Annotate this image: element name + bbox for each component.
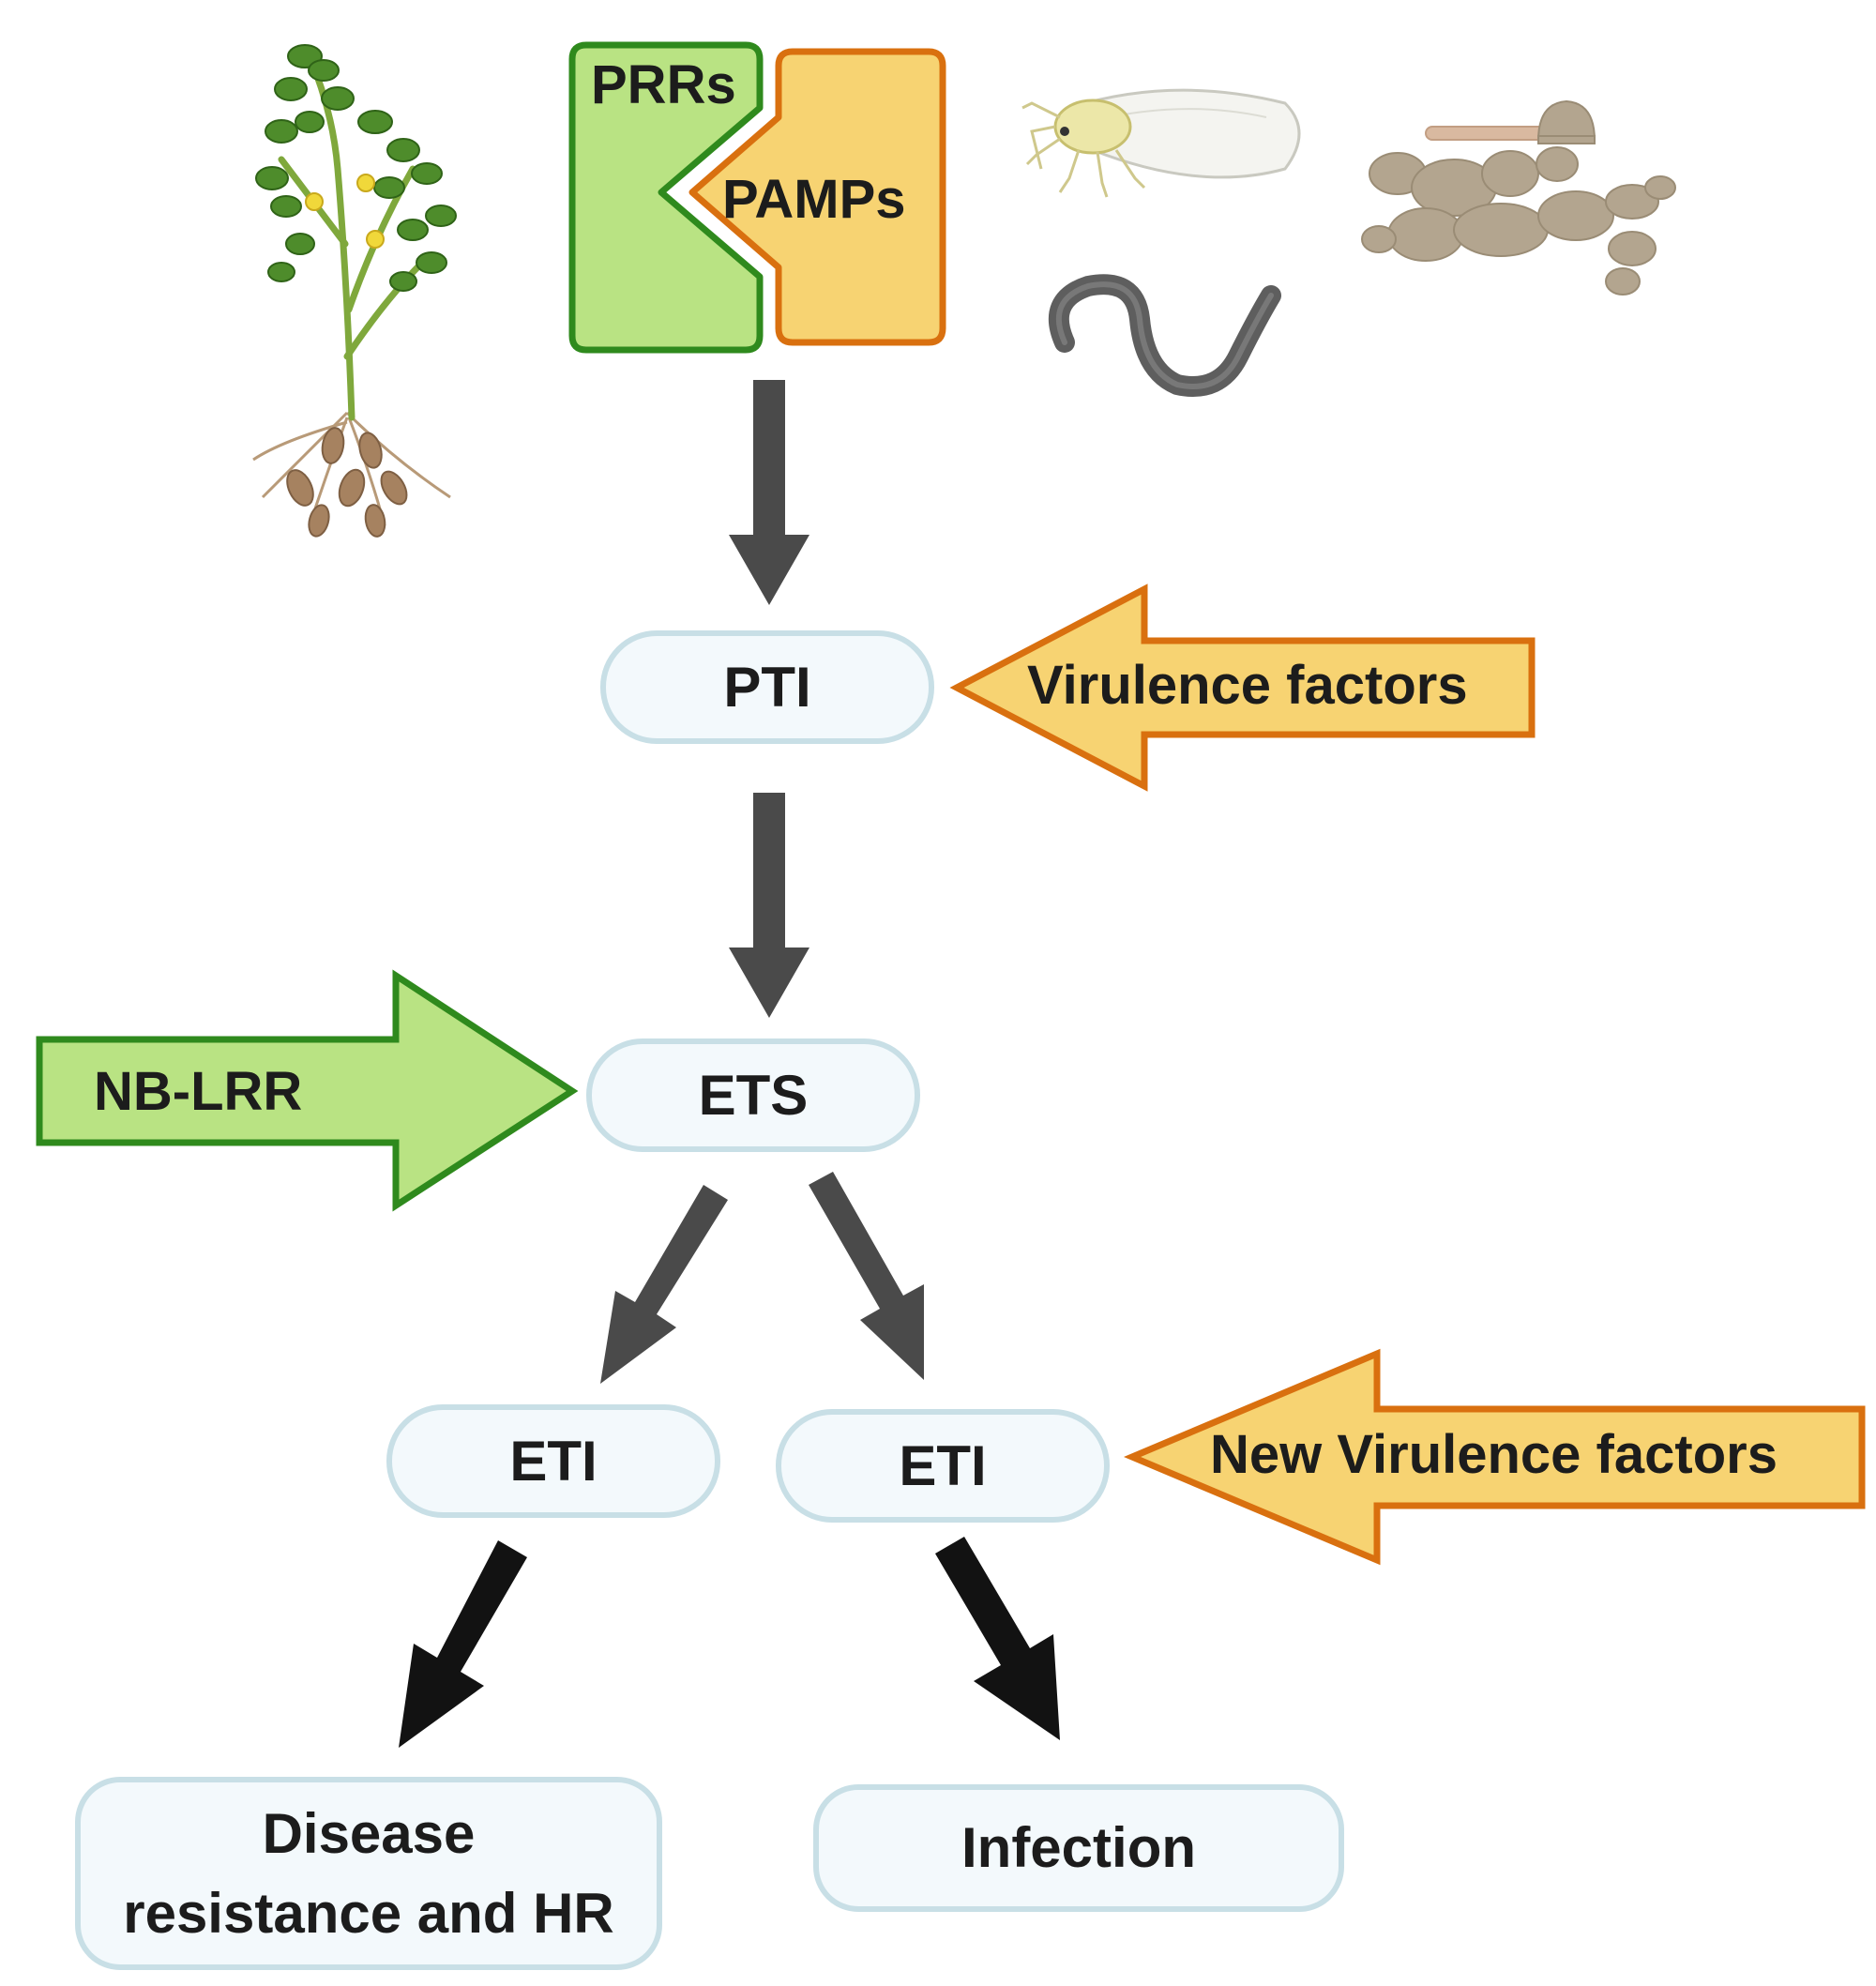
eti-right-label: ETI — [899, 1434, 986, 1497]
node-pti: PTI — [600, 630, 934, 744]
pti-label: PTI — [723, 656, 810, 719]
node-infection: Infection — [813, 1784, 1344, 1912]
virulence-factors-label: Virulence factors — [1027, 655, 1468, 716]
nematode-icon — [1048, 274, 1281, 397]
node-disease-resistance: Disease resistance and HR — [75, 1777, 662, 1970]
node-eti-left: ETI — [386, 1404, 720, 1518]
new-virulence-factors-label: New Virulence factors — [1210, 1424, 1778, 1485]
pamps-block — [688, 48, 946, 346]
prrs-block — [568, 41, 764, 354]
arrow-receptor-to-pti — [729, 380, 809, 605]
fungus-icon — [1361, 99, 1676, 296]
nb-lrr-label: NB-LRR — [94, 1061, 302, 1122]
arrow-ets-to-eti-right — [809, 1172, 924, 1380]
node-ets: ETS — [586, 1038, 920, 1152]
arrow-pti-to-ets — [729, 793, 809, 1018]
arrow-eti-to-resistance — [399, 1540, 527, 1748]
pamps-label: PAMPs — [722, 169, 906, 230]
nb-lrr-arrow: NB-LRR — [36, 969, 579, 1212]
prrs-label: PRRs — [591, 54, 736, 115]
eti-left-label: ETI — [509, 1430, 597, 1493]
virulence-factors-arrow: Virulence factors — [949, 584, 1536, 792]
new-virulence-factors-arrow: New Virulence factors — [1123, 1348, 1866, 1566]
disease-resistance-label-line2: resistance and HR — [123, 1882, 614, 1945]
arrow-ets-to-eti-left — [600, 1185, 728, 1384]
ets-label: ETS — [699, 1064, 809, 1127]
receptor-pair: PRRs PAMPs — [568, 41, 946, 354]
node-eti-right: ETI — [776, 1409, 1110, 1523]
peanut-plant-icon — [252, 44, 457, 538]
arrow-eti-to-infection — [935, 1537, 1060, 1740]
disease-resistance-label-line1: Disease — [263, 1802, 476, 1865]
infection-label: Infection — [961, 1816, 1196, 1879]
whitefly-icon — [1021, 88, 1301, 198]
